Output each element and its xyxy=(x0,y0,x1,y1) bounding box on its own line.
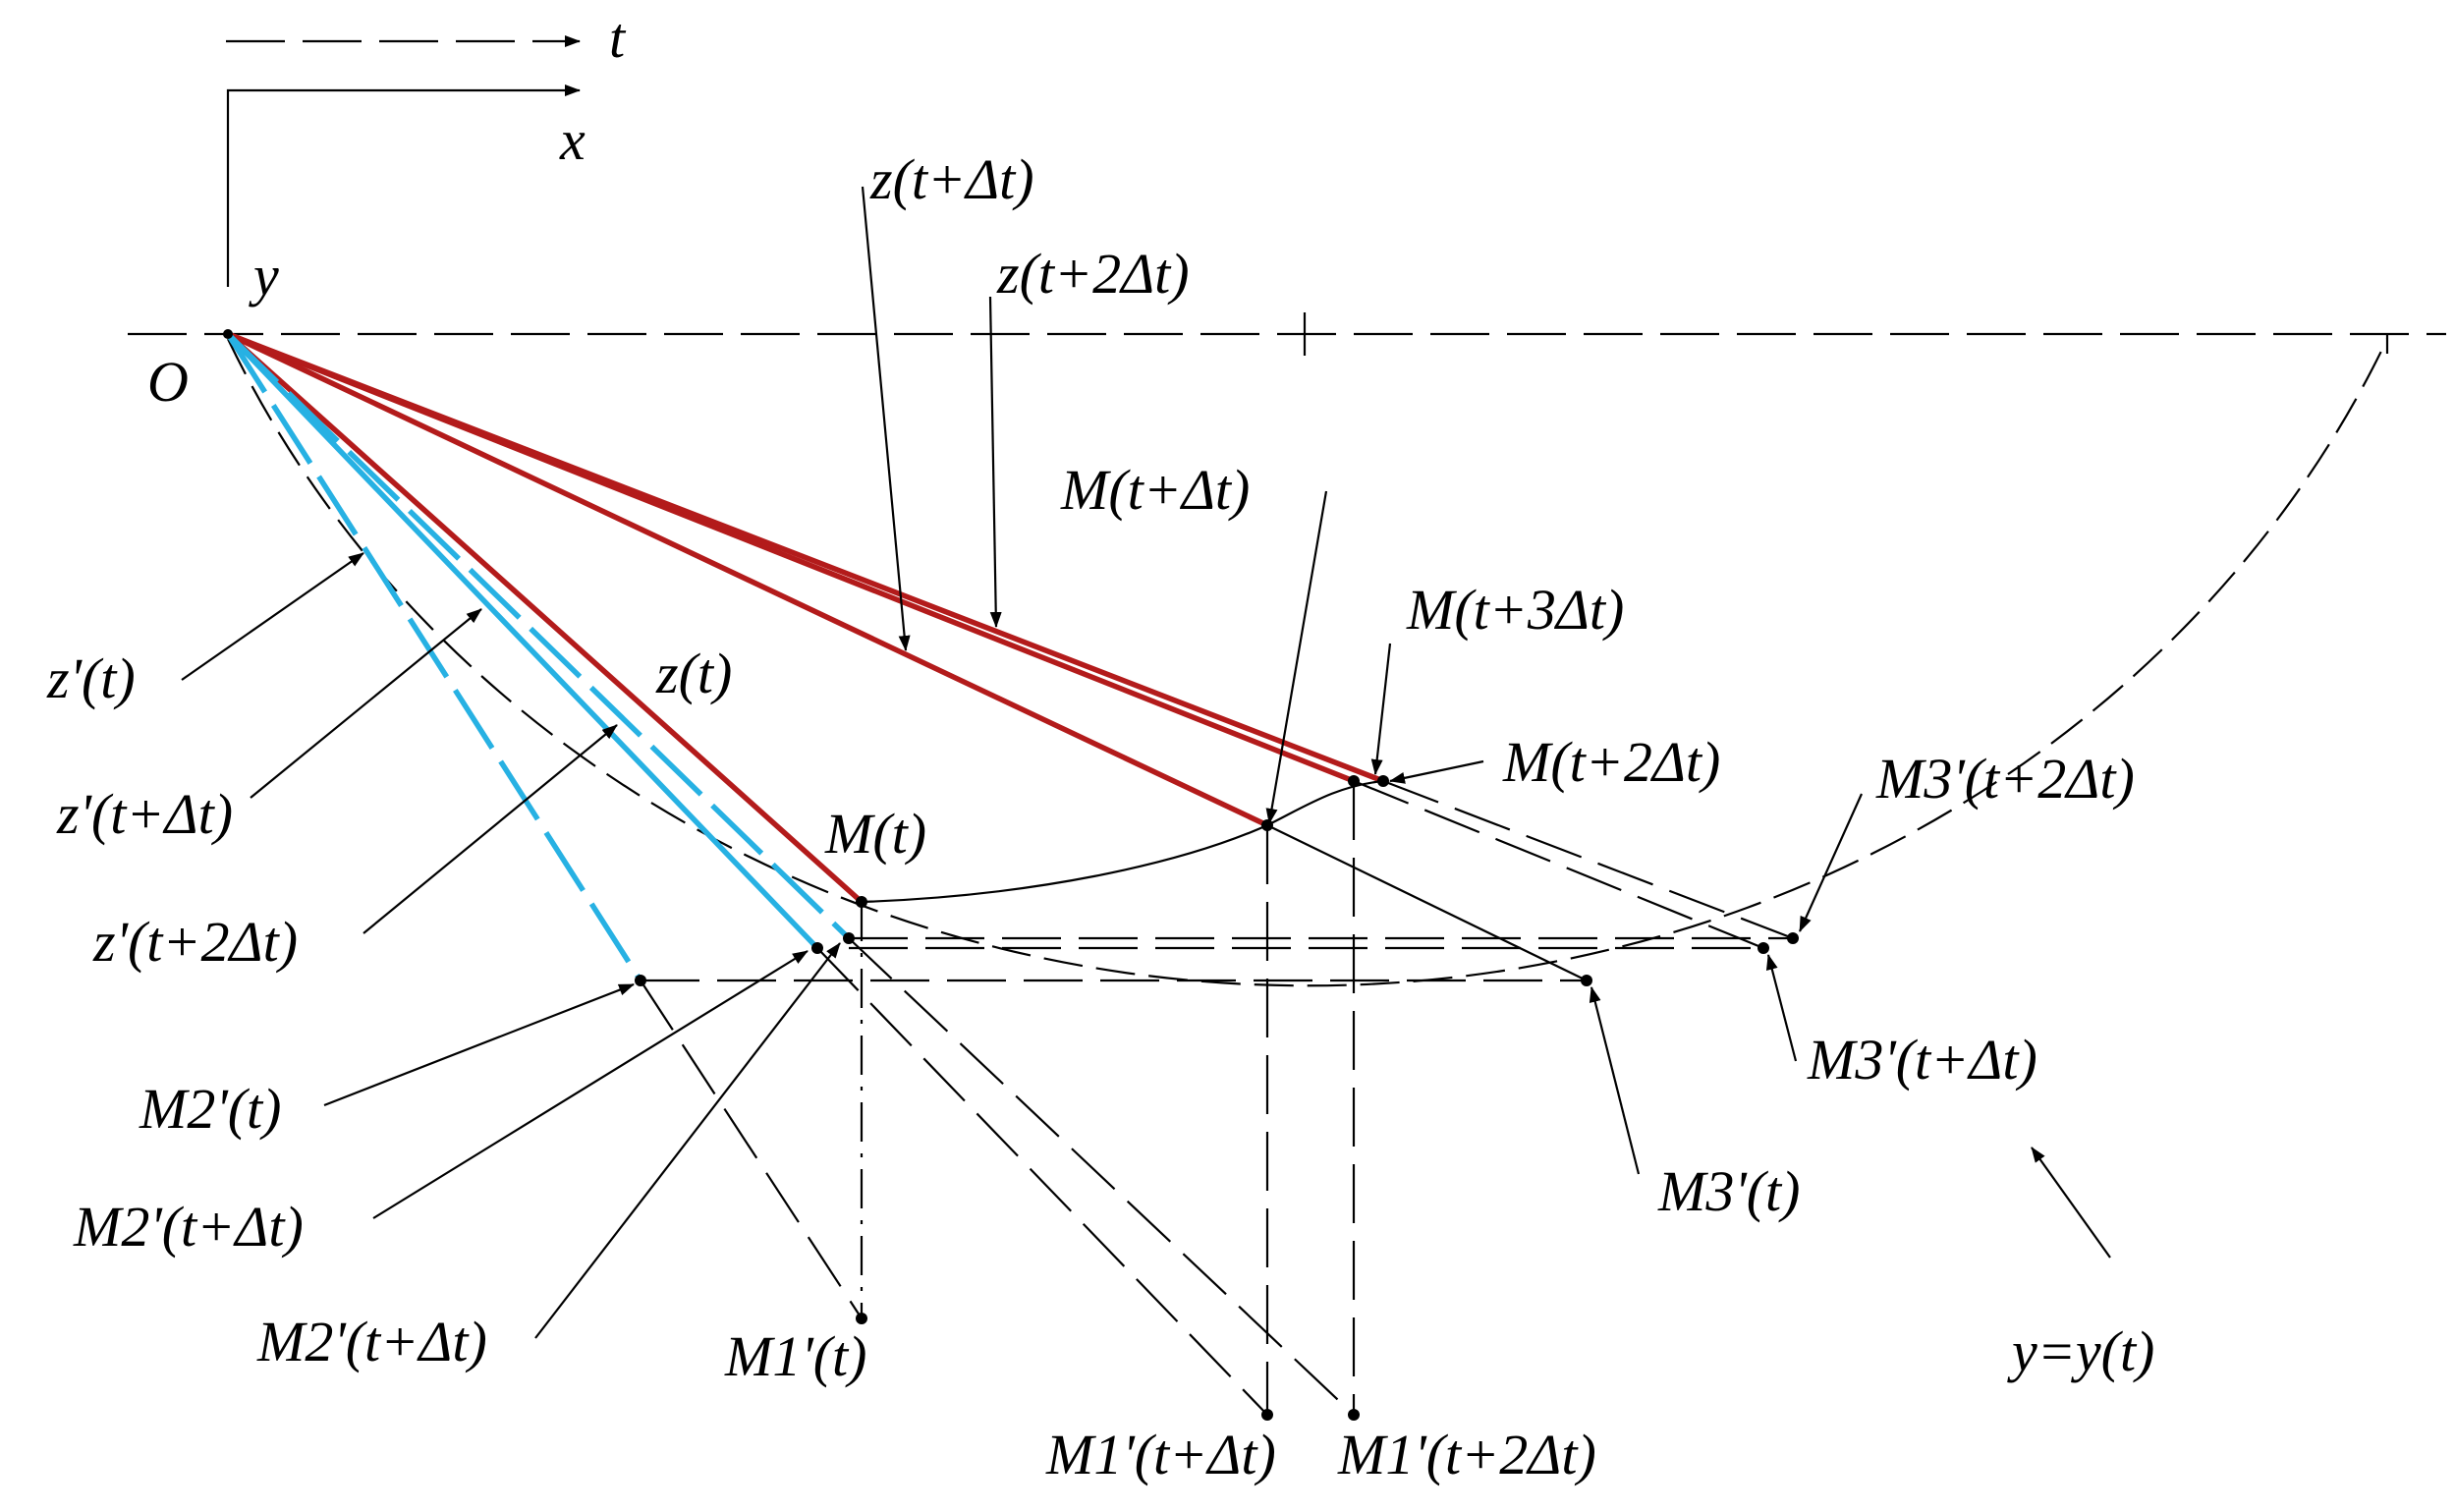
zp-t-vector xyxy=(225,332,643,982)
label-z-t: z(t) xyxy=(655,642,732,705)
label-M1-t-2dt: M1'(t+2Δt) xyxy=(1337,1423,1596,1486)
label-M3-t-dt: M3'(t+Δt) xyxy=(1807,1028,2037,1092)
label-M2-t-dt-b: M2'(t+Δt) xyxy=(256,1310,487,1373)
label-z-t-2dt: z(t+2Δt) xyxy=(996,242,1190,306)
zp-t-dt-vector xyxy=(226,332,819,950)
label-zp-t-2dt: z'(t+2Δt) xyxy=(92,910,298,974)
label-M3-t: M3'(t) xyxy=(1657,1159,1800,1223)
y-axis-label: y xyxy=(249,244,279,308)
label-M-t: M(t) xyxy=(824,802,926,866)
curve-y-of-t xyxy=(227,338,2388,987)
trajectory-M xyxy=(861,779,1384,904)
label-zp-t: z'(t) xyxy=(46,646,136,710)
label-M2-t-dt-a: M2'(t+Δt) xyxy=(73,1195,304,1259)
label-M-t-2dt: M(t+2Δt) xyxy=(1502,730,1720,794)
label-M-t-3dt: M(t+3Δt) xyxy=(1406,578,1624,642)
label-curve: y=y(t) xyxy=(2007,1319,2154,1383)
t-axis-label: t xyxy=(609,6,627,70)
origin-label: O xyxy=(147,350,189,414)
diag-4 xyxy=(1266,824,1588,981)
diag-3 xyxy=(640,980,863,1319)
diag-1 xyxy=(848,937,1355,1416)
label-z-t-dt: z(t+Δt) xyxy=(869,147,1034,211)
zp-t-2dt-vector xyxy=(226,332,851,940)
x-axis-label: x xyxy=(559,108,586,172)
z-t-3dt-vector xyxy=(227,331,1384,784)
leaders xyxy=(181,186,2111,1339)
label-M-t-dt: M(t+Δt) xyxy=(1060,458,1250,522)
label-M1-t: M1'(t) xyxy=(724,1324,866,1388)
diag-2 xyxy=(816,947,1268,1416)
z-t-vector xyxy=(226,331,864,905)
label-M1-t-dt: M1'(t+Δt) xyxy=(1045,1423,1276,1486)
z-t-dt-vector xyxy=(226,331,1269,828)
points xyxy=(223,329,1799,1421)
x-axis-arrow xyxy=(226,84,581,287)
label-M2-t: M2'(t) xyxy=(139,1077,281,1141)
label-zp-t-dt: z'(t+Δt) xyxy=(56,782,233,846)
label-M3-t-2dt: M3'(t+2Δt) xyxy=(1875,747,2135,811)
diag-6 xyxy=(1382,779,1794,940)
